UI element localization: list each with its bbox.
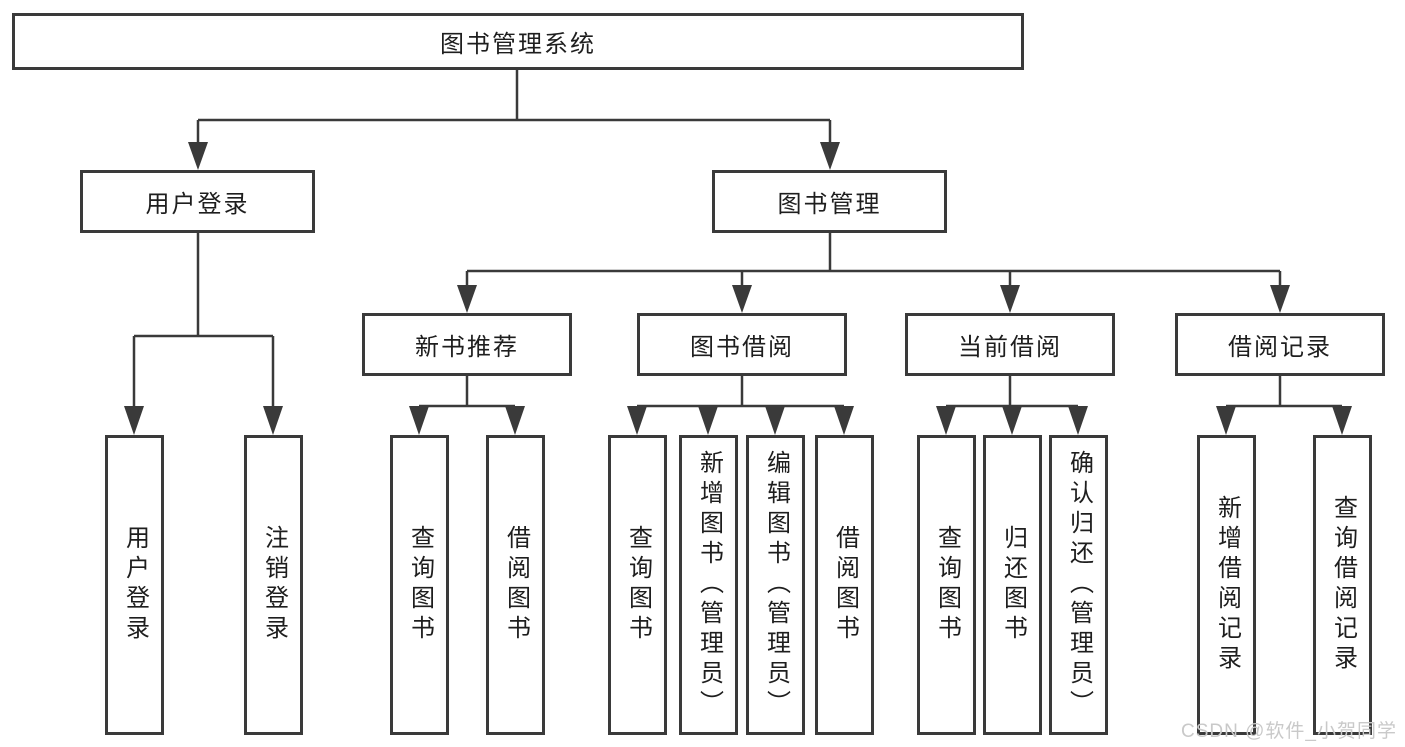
leaf-bb-add-book-admin-label: 新增图书（管理员） [695, 450, 723, 720]
connector-new-book-recommend [409, 376, 525, 435]
leaf-bb-edit-book-admin-label: 编辑图书（管理员） [762, 450, 790, 720]
leaf-logout-label: 注销登录 [260, 525, 288, 645]
leaf-user-login: 用户登录 [105, 435, 164, 735]
leaf-user-login-label: 用户登录 [121, 525, 149, 645]
leaf-cb-return-book-label: 归还图书 [999, 525, 1027, 645]
leaf-nbr-borrow-book: 借阅图书 [486, 435, 545, 735]
leaf-cb-query-book-label: 查询图书 [933, 525, 961, 645]
leaf-br-add-record-label: 新增借阅记录 [1213, 495, 1241, 675]
leaf-nbr-query-book: 查询图书 [390, 435, 449, 735]
node-user-login: 用户登录 [80, 170, 315, 233]
leaf-cb-confirm-return-admin: 确认归还（管理员） [1049, 435, 1108, 735]
connector-borrow-records [1216, 376, 1352, 435]
leaf-bb-borrow-book: 借阅图书 [815, 435, 874, 735]
leaf-br-add-record: 新增借阅记录 [1197, 435, 1256, 735]
node-current-borrow: 当前借阅 [905, 313, 1115, 376]
node-book-borrow-label: 图书借阅 [690, 334, 794, 361]
node-book-mgmt-label: 图书管理 [777, 191, 882, 218]
connector-current-borrow [936, 376, 1088, 435]
node-book-mgmt: 图书管理 [712, 170, 947, 233]
connector-book-mgmt [457, 233, 1290, 313]
node-root: 图书管理系统 [12, 13, 1024, 70]
connector-user-login [124, 233, 283, 435]
leaf-br-query-record: 查询借阅记录 [1313, 435, 1372, 735]
leaf-nbr-borrow-book-label: 借阅图书 [502, 525, 530, 645]
node-borrow-records: 借阅记录 [1175, 313, 1385, 376]
connector-book-borrow [627, 376, 854, 435]
node-root-label: 图书管理系统 [440, 31, 596, 58]
leaf-cb-query-book: 查询图书 [917, 435, 976, 735]
leaf-cb-confirm-return-admin-label: 确认归还（管理员） [1065, 450, 1093, 720]
node-book-borrow: 图书借阅 [637, 313, 847, 376]
leaf-bb-borrow-book-label: 借阅图书 [831, 525, 859, 645]
leaf-nbr-query-book-label: 查询图书 [406, 525, 434, 645]
connector-root [188, 70, 840, 170]
leaf-bb-query-book: 查询图书 [608, 435, 667, 735]
leaf-br-query-record-label: 查询借阅记录 [1329, 495, 1357, 675]
node-borrow-records-label: 借阅记录 [1228, 334, 1332, 361]
leaf-bb-add-book-admin: 新增图书（管理员） [679, 435, 738, 735]
watermark: CSDN @软件_小贺同学 [1181, 721, 1397, 742]
leaf-bb-query-book-label: 查询图书 [624, 525, 652, 645]
leaf-logout: 注销登录 [244, 435, 303, 735]
leaf-cb-return-book: 归还图书 [983, 435, 1042, 735]
leaf-bb-edit-book-admin: 编辑图书（管理员） [746, 435, 805, 735]
node-new-book-recommend-label: 新书推荐 [415, 334, 519, 361]
node-current-borrow-label: 当前借阅 [958, 334, 1062, 361]
node-user-login-label: 用户登录 [145, 191, 250, 218]
node-new-book-recommend: 新书推荐 [362, 313, 572, 376]
